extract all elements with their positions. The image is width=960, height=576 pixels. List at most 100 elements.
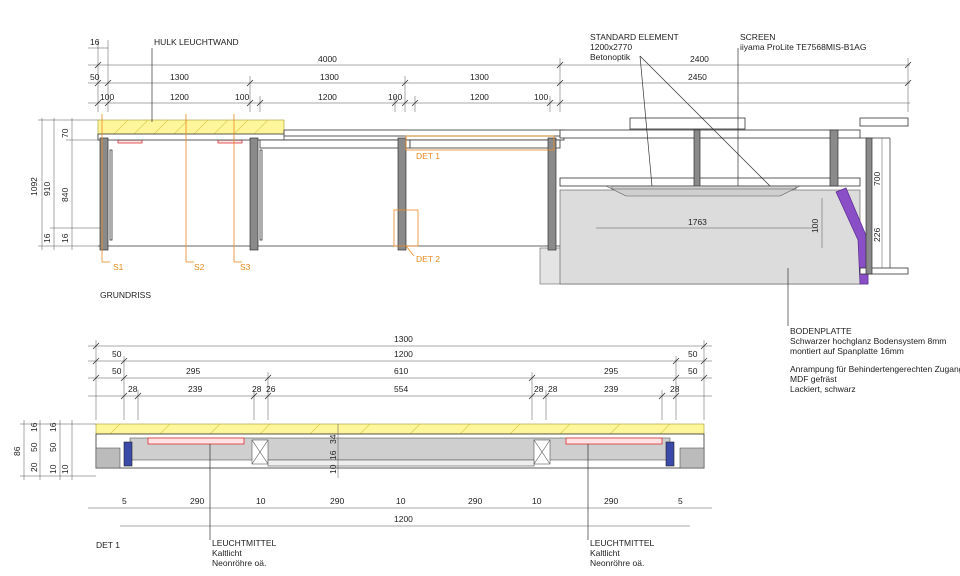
hulk-label: HULK LEUCHTWAND — [154, 37, 239, 47]
dim-row3-1: 1200 — [170, 92, 189, 102]
det-dim-r2-0: 50 — [112, 349, 122, 359]
det-dim-r4-1: 239 — [188, 384, 202, 394]
dim-row3-3: 1200 — [318, 92, 337, 102]
plan-view: 16 4000 2400 50 1300 1300 1300 2450 100 … — [29, 32, 960, 394]
leucht-left-3: Neonröhre oä. — [212, 558, 266, 568]
det1-label: DET 1 — [416, 151, 440, 161]
detail-left-dim-lines — [20, 420, 96, 480]
det-dim-r4-5: 28 — [534, 384, 544, 394]
leucht-right-2: Kaltlicht — [590, 548, 620, 558]
screen-line1: SCREEN — [740, 32, 775, 42]
dim-100: 100 — [810, 219, 820, 233]
det-mid-16: 16 — [328, 450, 338, 460]
det-bot-1: 290 — [190, 496, 204, 506]
plan-title: GRUNDRISS — [100, 290, 151, 300]
dim-2400: 2400 — [690, 54, 709, 64]
standard-element-line1: STANDARD ELEMENT — [590, 32, 679, 42]
dim-226: 226 — [872, 228, 882, 242]
leader-lines — [151, 48, 789, 326]
section-s1: S1 — [113, 262, 124, 272]
neon-strip-2 — [217, 139, 243, 144]
det-dim-r3-2: 610 — [394, 366, 408, 376]
monitor-panel — [605, 185, 801, 197]
det-dim-r3-3: 295 — [604, 366, 618, 376]
det-dim-r4-0: 28 — [128, 384, 138, 394]
dim-row2-0: 50 — [90, 72, 100, 82]
plan-posts — [99, 129, 873, 275]
det-bot-8: 5 — [678, 496, 683, 506]
dim-left-16b: 16 — [60, 233, 70, 243]
bodenplatte-line6: MDF gefräst — [790, 374, 837, 384]
dim-row3-0: 100 — [100, 92, 114, 102]
det-mid-34: 34 — [328, 434, 338, 444]
standard-element-line3: Betonoptik — [590, 52, 631, 62]
dim-row3-4: 100 — [388, 92, 402, 102]
detail-base-left — [95, 447, 121, 469]
det-dim-r2-1: 1200 — [394, 349, 413, 359]
det-left2-1: 50 — [29, 442, 39, 452]
dim-row2-1: 1300 — [170, 72, 189, 82]
dim-row3-6: 100 — [534, 92, 548, 102]
detail-neon-left — [147, 437, 245, 445]
bodenplatte-line7: Lackiert, schwarz — [790, 384, 856, 394]
detail-neon-right — [565, 437, 663, 445]
leucht-right-1: LEUCHTMITTEL — [590, 538, 655, 548]
det-bot-4: 10 — [396, 496, 406, 506]
dim-16: 16 — [90, 37, 100, 47]
detail-channel — [267, 459, 535, 467]
bodenplatte-line3: montiert auf Spanplatte 16mm — [790, 346, 904, 356]
leucht-left-1: LEUCHTMITTEL — [212, 538, 277, 548]
detail-ticks — [92, 342, 708, 400]
det-bot-7: 290 — [604, 496, 618, 506]
det-dim-r4-3: 26 — [266, 384, 276, 394]
det-dim-r4-2: 28 — [252, 384, 262, 394]
det-dim-r3-0: 50 — [112, 366, 122, 376]
det-left2-3: 10 — [60, 464, 70, 474]
det-bot-1200: 1200 — [394, 514, 413, 524]
detail-dimension-lines — [88, 340, 712, 527]
leucht-left-2: Kaltlicht — [212, 548, 242, 558]
screen-line2: iiyama ProLite TE7568MIS-B1AG — [740, 42, 866, 52]
section-s3: S3 — [240, 262, 251, 272]
bodenplatte-line5: Anrampung für Behindertengerechten Zugan… — [790, 364, 960, 374]
detail-block-right — [665, 441, 675, 467]
section-s2: S2 — [194, 262, 205, 272]
dim-row2-2: 1300 — [320, 72, 339, 82]
det-dim-r3-1: 295 — [186, 366, 200, 376]
standard-element-base — [559, 189, 861, 285]
monitor-screen-line — [611, 185, 797, 190]
det-dim-r4-7: 239 — [604, 384, 618, 394]
det-dim-r3-4: 50 — [688, 366, 698, 376]
dim-left-910: 910 — [42, 182, 52, 196]
det-bot-0: 5 — [122, 496, 127, 506]
det-left2-2: 20 — [29, 462, 39, 472]
dim-row2-4: 2450 — [688, 72, 707, 82]
section-lines — [101, 114, 242, 263]
bodenplatte-line1: BODENPLATTE — [790, 326, 852, 336]
det-dim-r4-8: 28 — [670, 384, 680, 394]
det-left3-2: 10 — [48, 464, 58, 474]
dim-left-70: 70 — [60, 128, 70, 138]
det-left3-1: 50 — [48, 442, 58, 452]
ramp — [835, 187, 869, 285]
dim-1763: 1763 — [688, 217, 707, 227]
dim-row3-2: 100 — [235, 92, 249, 102]
det-left3-0: 16 — [48, 422, 58, 432]
det-bot-5: 290 — [468, 496, 482, 506]
det-dim-1300: 1300 — [394, 334, 413, 344]
det-bot-2: 10 — [256, 496, 266, 506]
plan-left-dim-lines — [38, 118, 100, 250]
det-left-86: 86 — [12, 446, 22, 456]
dim-700: 700 — [872, 172, 882, 186]
detail-base-right — [679, 447, 705, 469]
det-bot-6: 10 — [532, 496, 542, 506]
dim-left-16a: 16 — [42, 233, 52, 243]
detail-title: DET 1 — [96, 540, 120, 550]
plan-frame — [97, 117, 909, 275]
det-mid-10: 10 — [328, 464, 338, 474]
dim-left-840: 840 — [60, 188, 70, 202]
detail-view: 1300 50 1200 50 50 295 610 295 50 28 239… — [12, 334, 712, 568]
det-dim-r4-4: 554 — [394, 384, 408, 394]
plan-dimension-lines — [88, 40, 912, 112]
